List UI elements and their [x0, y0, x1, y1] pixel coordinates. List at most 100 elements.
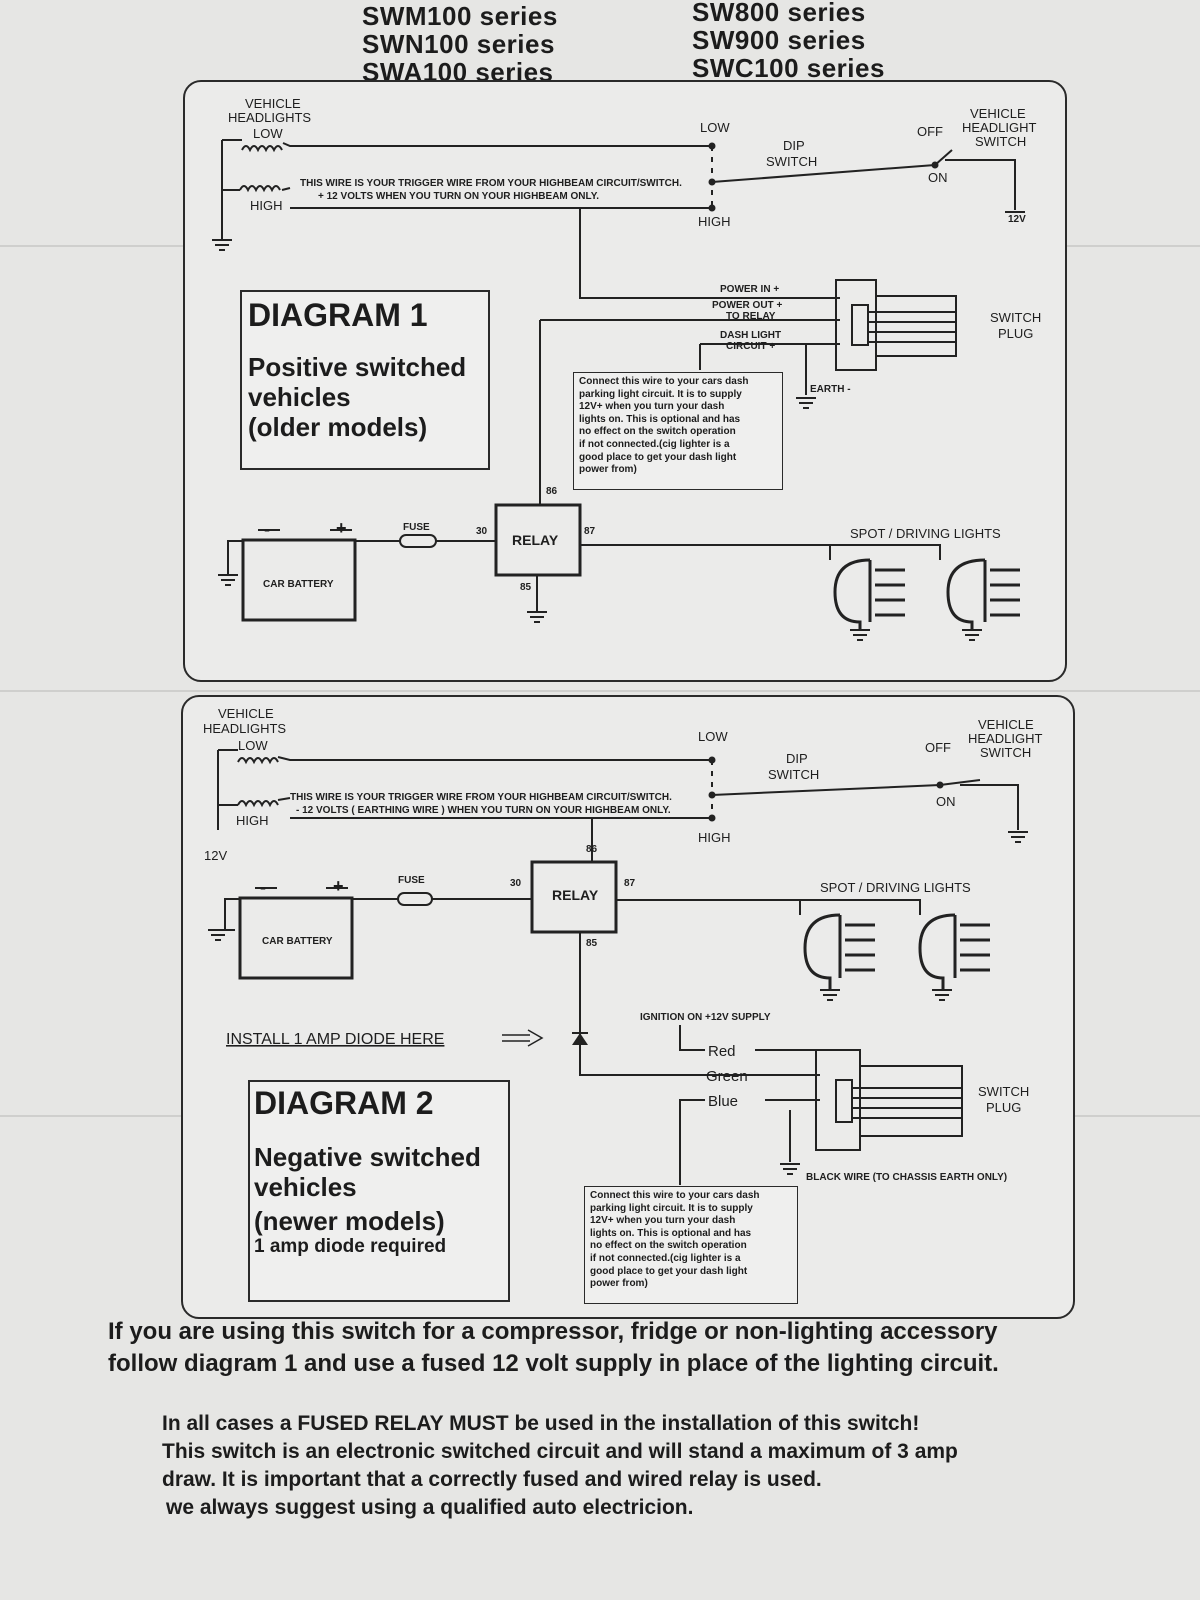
note-line: parking light circuit. It is to supply: [590, 1202, 753, 1214]
dip-high-label: HIGH: [698, 214, 731, 229]
note-line: parking light circuit. It is to supply: [579, 388, 742, 400]
series-label: SWM100 series: [362, 1, 558, 31]
low-beam-label: LOW: [238, 738, 268, 753]
relay-label: RELAY: [552, 887, 599, 903]
note-line: power from): [590, 1278, 648, 1290]
diode-note: INSTALL 1 AMP DIODE HERE: [226, 1031, 444, 1048]
note-line: 12V+ when you turn your dash: [590, 1215, 736, 1227]
dip-switch-label: DIP: [783, 138, 805, 153]
relay-pin-87: 87: [624, 878, 636, 889]
trigger-note: THIS WIRE IS YOUR TRIGGER WIRE FROM YOUR…: [290, 792, 672, 803]
dip-switch-label: SWITCH: [768, 767, 819, 782]
black-wire-label: BLACK WIRE (TO CHASSIS EARTH ONLY): [806, 1172, 1007, 1183]
headlight-switch-label: HEADLIGHT: [962, 120, 1036, 135]
battery-minus: -: [260, 877, 266, 897]
arrow-right-icon: [502, 1029, 544, 1047]
diagram-1-title-box: DIAGRAM 1 Positive switched vehicles (ol…: [240, 290, 490, 470]
headlight-switch-label: HEADLIGHT: [968, 731, 1042, 746]
series-label: SWN100 series: [362, 29, 555, 59]
dip-switch-label: DIP: [786, 751, 808, 766]
dash-light-note: Connect this wire to your cars dash park…: [584, 1186, 798, 1304]
relay-pin-86: 86: [546, 486, 558, 497]
diagram-subtitle: Negative switched: [254, 1142, 481, 1172]
spot-lights: [833, 558, 1020, 630]
relay-pin-30: 30: [510, 878, 522, 889]
trigger-note: THIS WIRE IS YOUR TRIGGER WIRE FROM YOUR…: [300, 178, 682, 189]
relay-label: RELAY: [512, 532, 559, 548]
warning-text: This switch is an electronic switched ci…: [162, 1440, 958, 1463]
series-label: SW900 series: [692, 25, 866, 55]
dip-high-label: HIGH: [698, 830, 731, 845]
relay-pin-87: 87: [584, 526, 596, 537]
warning-text: In all cases a FUSED RELAY MUST be used …: [162, 1412, 920, 1435]
plug-pin-label: TO RELAY: [726, 311, 776, 322]
note-line: lights on. This is optional and has: [579, 413, 741, 425]
plug-pin-label: CIRCUIT +: [726, 341, 775, 352]
diagram-subtitle: (older models): [248, 412, 428, 442]
note-line: lights on. This is optional and has: [590, 1227, 752, 1239]
ground-symbols: [212, 211, 1025, 641]
12v-label: 12V: [204, 848, 227, 863]
note-line: no effect on the switch operation: [590, 1240, 747, 1252]
battery-label: CAR BATTERY: [262, 936, 333, 947]
vehicle-headlights-label: HEADLIGHTS: [203, 721, 286, 736]
diagram-subtitle: vehicles: [248, 382, 351, 412]
paper-fold: [0, 690, 1200, 692]
relay-pin-85: 85: [586, 938, 598, 949]
note-line: power from): [579, 464, 637, 476]
high-beam-label: HIGH: [250, 198, 283, 213]
headlight-switch-label: SWITCH: [975, 134, 1026, 149]
battery-plus: +: [336, 518, 347, 538]
headlight-switch-label: VEHICLE: [970, 106, 1026, 121]
diagram-title: DIAGRAM 2: [254, 1085, 434, 1121]
dash-light-note: Connect this wire to your cars dash park…: [573, 372, 783, 490]
battery-minus: -: [264, 519, 270, 539]
switch-plug-label: SWITCH: [978, 1084, 1029, 1099]
switch-plug-label: PLUG: [998, 326, 1033, 341]
headlight-switch-label: SWITCH: [980, 745, 1031, 760]
series-label: SWC100 series: [692, 53, 885, 83]
trigger-note: - 12 VOLTS ( EARTHING WIRE ) WHEN YOU TU…: [296, 805, 671, 816]
accessory-note: follow diagram 1 and use a fused 12 volt…: [108, 1350, 999, 1377]
warning-text: we always suggest using a qualified auto…: [166, 1496, 694, 1519]
on-label: ON: [928, 170, 948, 185]
ignition-label: IGNITION ON +12V SUPPLY: [640, 1012, 771, 1023]
diagram-subtitle: vehicles: [254, 1172, 357, 1202]
low-beam-label: LOW: [253, 126, 283, 141]
note-line: Connect this wire to your cars dash: [590, 1190, 760, 1201]
note-line: if not connected.(cig lighter is a: [590, 1252, 741, 1264]
fuse-label: FUSE: [403, 522, 430, 533]
relay-pin-86: 86: [586, 844, 598, 855]
vehicle-headlights-label: HEADLIGHTS: [228, 110, 311, 125]
ground-symbols: [208, 831, 1028, 1175]
high-beam-label: HIGH: [236, 813, 269, 828]
relay-pin-30: 30: [476, 526, 488, 537]
vehicle-headlights-label: VEHICLE: [245, 96, 301, 111]
plug-pin-label: POWER IN +: [720, 284, 779, 295]
diagram-subtitle: 1 amp diode required: [254, 1236, 447, 1257]
dip-low-label: LOW: [698, 729, 728, 744]
vehicle-headlights-label: VEHICLE: [218, 706, 274, 721]
dip-switch-label: SWITCH: [766, 154, 817, 169]
switch-plug-label: PLUG: [986, 1100, 1021, 1115]
series-list-right: SW800 series SW900 series SWC100 series: [692, 0, 885, 82]
spot-lights-label: SPOT / DRIVING LIGHTS: [850, 526, 1001, 541]
diode-icon: [572, 1033, 588, 1045]
diagram-title: DIAGRAM 1: [248, 297, 428, 333]
trigger-note: + 12 VOLTS WHEN YOU TURN ON YOUR HIGHBEA…: [318, 191, 599, 202]
note-line: no effect on the switch operation: [579, 426, 736, 438]
relay-pin-85: 85: [520, 582, 532, 593]
spot-lights: [803, 913, 990, 990]
off-label: OFF: [925, 740, 951, 755]
series-label: SW800 series: [692, 0, 866, 27]
spot-lights-label: SPOT / DRIVING LIGHTS: [820, 880, 971, 895]
wire-blue-label: Blue: [708, 1093, 738, 1110]
note-line: good place to get your dash light: [590, 1265, 748, 1277]
note-line: good place to get your dash light: [579, 451, 737, 463]
accessory-note: If you are using this switch for a compr…: [108, 1318, 998, 1345]
switch-plug-label: SWITCH: [990, 310, 1041, 325]
diagram-subtitle: (newer models): [254, 1206, 445, 1236]
plug-pin-label: DASH LIGHT: [720, 330, 781, 341]
